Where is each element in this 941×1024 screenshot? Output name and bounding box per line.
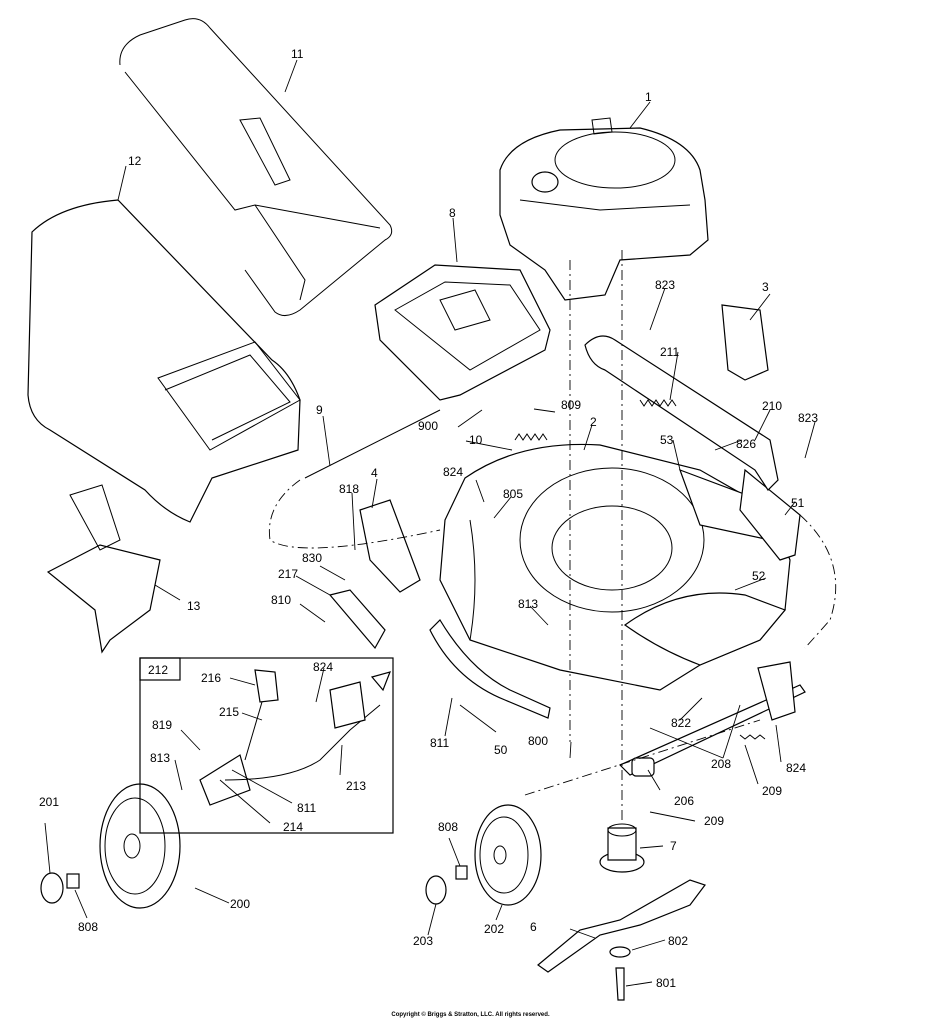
label-823-a: 823 [655, 278, 675, 292]
blade [537, 879, 706, 973]
label-813-b: 813 [150, 751, 170, 765]
label-802: 802 [668, 934, 688, 948]
copyright-notice: Copyright © Briggs & Stratton, LLC. All … [391, 1012, 550, 1018]
part-labels: 1 11 12 8 3 823 211 210 823 826 51 52 53… [39, 47, 818, 990]
label-200: 200 [230, 897, 250, 911]
deck-outline [268, 479, 837, 796]
leader-lines [44, 59, 816, 987]
label-808-a: 808 [78, 920, 98, 934]
cutting-deck [439, 443, 791, 691]
front-axle [618, 684, 806, 776]
label-213: 213 [346, 779, 366, 793]
label-209-a: 209 [762, 784, 782, 798]
label-211: 211 [660, 345, 679, 359]
label-9: 9 [316, 403, 323, 417]
blade-adapter [599, 823, 645, 873]
label-215: 215 [219, 705, 239, 719]
label-811-b: 811 [430, 736, 449, 750]
label-824-b: 824 [313, 660, 333, 674]
rear-height-adjuster [584, 304, 779, 491]
label-830: 830 [302, 551, 322, 565]
label-212: 212 [148, 663, 168, 677]
label-900: 900 [418, 419, 438, 433]
label-3: 3 [762, 280, 769, 294]
label-203: 203 [413, 934, 433, 948]
label-206: 206 [674, 794, 694, 808]
label-810: 810 [271, 593, 291, 607]
label-10: 10 [469, 433, 483, 447]
label-2: 2 [590, 415, 597, 429]
label-813-a: 813 [518, 597, 538, 611]
label-208: 208 [711, 757, 731, 771]
washer [609, 946, 631, 958]
label-209-b: 209 [704, 814, 724, 828]
spring [739, 734, 766, 740]
mulch-plug [46, 484, 161, 654]
label-1: 1 [645, 90, 652, 104]
bag-frame [119, 18, 393, 316]
label-52: 52 [752, 569, 766, 583]
label-202: 202 [484, 922, 504, 936]
hubcap [40, 872, 64, 904]
label-13: 13 [187, 599, 201, 613]
wheel-nut [66, 873, 80, 889]
label-800: 800 [528, 734, 548, 748]
label-216: 216 [201, 671, 221, 685]
label-805: 805 [503, 487, 523, 501]
label-826: 826 [736, 437, 756, 451]
rear-deflector [374, 264, 551, 401]
spring [639, 399, 677, 407]
label-822: 822 [671, 716, 691, 730]
label-6: 6 [530, 920, 537, 934]
label-818: 818 [339, 482, 359, 496]
label-51: 51 [791, 496, 805, 510]
label-808-b: 808 [438, 820, 458, 834]
label-824-a: 824 [443, 465, 463, 479]
label-824-c: 824 [786, 761, 806, 775]
blade-bolt [615, 967, 625, 1001]
label-201: 201 [39, 795, 59, 809]
label-7: 7 [670, 839, 677, 853]
rear-rod [304, 409, 441, 479]
spring [514, 433, 548, 441]
height-lever [328, 499, 421, 650]
label-210: 210 [762, 399, 782, 413]
hubcap [425, 875, 447, 905]
front-bracket [757, 661, 796, 721]
label-823-b: 823 [798, 411, 818, 425]
label-12: 12 [128, 154, 142, 168]
wheel-nut [455, 865, 468, 880]
label-4: 4 [371, 466, 378, 480]
label-214: 214 [283, 820, 303, 834]
inset-box [139, 657, 394, 834]
label-819: 819 [152, 718, 172, 732]
engine [499, 117, 709, 301]
front-wheel [474, 804, 542, 906]
label-11: 11 [291, 47, 304, 61]
label-53: 53 [660, 433, 674, 447]
label-809: 809 [561, 398, 581, 412]
deck-skirt [429, 619, 551, 719]
label-801: 801 [656, 976, 676, 990]
label-8: 8 [449, 206, 456, 220]
label-50: 50 [494, 743, 508, 757]
label-217: 217 [278, 567, 298, 581]
label-811-a: 811 [297, 801, 316, 815]
axle-bushing [631, 757, 655, 777]
grass-bag [27, 199, 301, 523]
